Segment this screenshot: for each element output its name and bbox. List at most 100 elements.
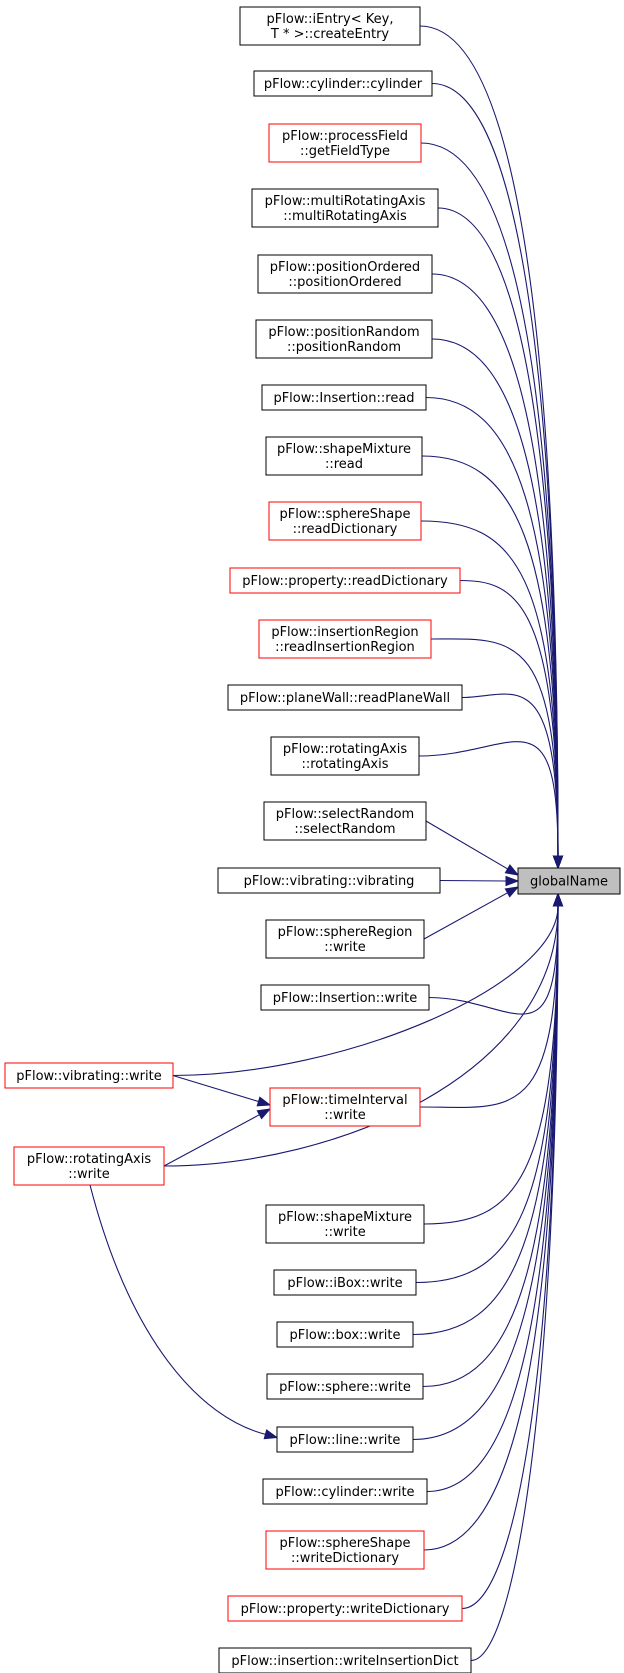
caller-node-n8[interactable]: pFlow::shapeMixture::read [265, 436, 423, 476]
node-label: pFlow::sphereShape [279, 507, 410, 522]
edge-n20-to-n25 [89, 1184, 279, 1440]
node-label: ::positionRandom [287, 340, 401, 355]
node-label: pFlow::property::writeDictionary [241, 1602, 450, 1617]
node-label: pFlow::processField [282, 129, 408, 144]
node-label: pFlow::rotatingAxis [283, 742, 407, 757]
edge-n29-to-target [470, 892, 564, 1662]
caller-node-n19[interactable]: pFlow::timeInterval::write [269, 1087, 421, 1127]
edge-n19-to-target [419, 892, 564, 1108]
nodes-layer: pFlow::iEntry< Key,T * >::createEntrypFl… [4, 6, 621, 1673]
node-label: T * >::createEntry [270, 27, 390, 42]
caller-node-n21[interactable]: pFlow::shapeMixture::write [265, 1204, 425, 1244]
caller-node-n26[interactable]: pFlow::cylinder::write [262, 1478, 428, 1505]
node-label: pFlow::property::readDictionary [242, 574, 448, 589]
node-label: pFlow::box::write [290, 1328, 401, 1343]
caller-node-n17[interactable]: pFlow::Insertion::write [260, 984, 430, 1011]
caller-node-n20[interactable]: pFlow::rotatingAxis::write [13, 1146, 165, 1186]
edge-n16-to-target [423, 886, 520, 940]
caller-node-n18[interactable]: pFlow::vibrating::write [4, 1062, 174, 1089]
target-node[interactable]: globalName [517, 867, 621, 895]
node-label: pFlow::vibrating::write [16, 1069, 162, 1084]
edge-n8-to-target [421, 455, 564, 870]
edge-n22-to-target [415, 892, 564, 1284]
node-label: pFlow::rotatingAxis [27, 1152, 151, 1167]
node-label: ::rotatingAxis [301, 757, 388, 772]
edge-n25-to-target [412, 892, 564, 1441]
caller-node-n24[interactable]: pFlow::sphere::write [266, 1373, 424, 1400]
node-label: pFlow::sphereShape [279, 1536, 410, 1551]
edge-n14-to-target [425, 820, 520, 876]
node-label: pFlow::sphereRegion [278, 925, 413, 940]
node-label: pFlow::line::write [290, 1433, 401, 1448]
caller-node-n7[interactable]: pFlow::Insertion::read [261, 384, 427, 411]
edge-n12-to-target [461, 693, 564, 870]
edge-n20-to-n19 [163, 1108, 272, 1167]
edge-n28-to-target [461, 892, 564, 1610]
node-label: ::readDictionary [293, 522, 398, 537]
caller-node-n23[interactable]: pFlow::box::write [276, 1321, 414, 1348]
node-label: pFlow::selectRandom [276, 807, 414, 822]
node-label: pFlow::Insertion::write [273, 991, 418, 1006]
caller-node-n2[interactable]: pFlow::cylinder::cylinder [253, 70, 433, 97]
node-label: pFlow::shapeMixture [278, 1210, 412, 1225]
edge-n4-to-target [437, 207, 564, 870]
node-label: ::read [325, 457, 363, 472]
node-label: ::getFieldType [300, 144, 390, 159]
node-label: pFlow::insertion::writeInsertionDict [231, 1654, 458, 1669]
caller-node-n29[interactable]: pFlow::insertion::writeInsertionDict [218, 1647, 472, 1673]
node-label: ::readInsertionRegion [275, 640, 415, 655]
edge-n26-to-target [426, 892, 564, 1493]
node-label: pFlow::insertionRegion [271, 625, 418, 640]
node-label: pFlow::positionRandom [268, 325, 419, 340]
node-label: pFlow::sphere::write [279, 1380, 411, 1395]
edge-n24-to-target [422, 892, 564, 1388]
node-label: pFlow::iBox::write [287, 1276, 402, 1291]
caller-node-n6[interactable]: pFlow::positionRandom::positionRandom [255, 319, 433, 359]
node-label: pFlow::cylinder::write [275, 1485, 414, 1500]
caller-node-n14[interactable]: pFlow::selectRandom::selectRandom [263, 801, 427, 841]
node-label: pFlow::multiRotatingAxis [265, 194, 426, 209]
caller-node-n5[interactable]: pFlow::positionOrdered::positionOrdered [257, 254, 433, 294]
caller-node-n1[interactable]: pFlow::iEntry< Key,T * >::createEntry [239, 6, 421, 46]
edge-n2-to-target [431, 82, 564, 870]
caller-node-n11[interactable]: pFlow::insertionRegion::readInsertionReg… [258, 619, 432, 659]
node-label: pFlow::iEntry< Key, [267, 12, 394, 27]
node-label: ::write [68, 1167, 109, 1182]
caller-node-n12[interactable]: pFlow::planeWall::readPlaneWall [227, 684, 463, 711]
caller-node-n22[interactable]: pFlow::iBox::write [273, 1269, 417, 1296]
node-label: ::selectRandom [294, 822, 395, 837]
caller-node-n3[interactable]: pFlow::processField::getFieldType [268, 123, 422, 163]
node-label: ::write [324, 1225, 365, 1240]
node-label: pFlow::vibrating::vibrating [244, 874, 415, 889]
caller-node-n4[interactable]: pFlow::multiRotatingAxis::multiRotatingA… [251, 188, 439, 228]
edges-layer [89, 25, 564, 1662]
node-label: pFlow::shapeMixture [277, 442, 411, 457]
caller-node-n10[interactable]: pFlow::property::readDictionary [229, 567, 461, 594]
edge-n18-to-n19 [172, 1074, 272, 1107]
edge-n10-to-target [459, 579, 564, 870]
node-label: ::write [324, 940, 365, 955]
edge-n17-to-target [428, 892, 564, 1015]
caller-node-n15[interactable]: pFlow::vibrating::vibrating [217, 867, 441, 894]
node-label: ::positionOrdered [288, 275, 401, 290]
edge-n15-to-target [439, 875, 520, 887]
node-label: pFlow::timeInterval [282, 1093, 407, 1108]
node-label: ::write [324, 1108, 365, 1123]
edge-n1-to-target [419, 25, 564, 870]
caller-node-n25[interactable]: pFlow::line::write [276, 1426, 414, 1453]
node-label: ::multiRotatingAxis [283, 209, 407, 224]
caller-node-n9[interactable]: pFlow::sphereShape::readDictionary [268, 501, 422, 541]
node-label: pFlow::planeWall::readPlaneWall [240, 691, 450, 706]
node-label: pFlow::Insertion::read [273, 391, 414, 406]
caller-node-n16[interactable]: pFlow::sphereRegion::write [265, 919, 425, 959]
node-label: pFlow::cylinder::cylinder [264, 77, 423, 92]
node-label: ::writeDictionary [291, 1551, 399, 1566]
node-label: globalName [530, 875, 608, 890]
edge-n7-to-target [425, 396, 564, 870]
caller-node-n28[interactable]: pFlow::property::writeDictionary [227, 1595, 463, 1622]
node-label: pFlow::positionOrdered [270, 260, 420, 275]
caller-node-n13[interactable]: pFlow::rotatingAxis::rotatingAxis [270, 736, 420, 776]
edge-n13-to-target [418, 741, 564, 870]
caller-node-n27[interactable]: pFlow::sphereShape::writeDictionary [265, 1530, 425, 1570]
